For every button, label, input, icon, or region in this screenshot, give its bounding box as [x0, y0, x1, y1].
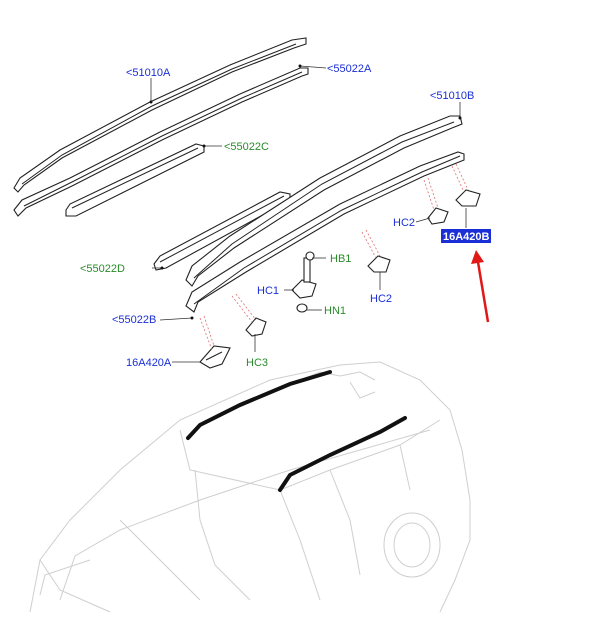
- highlight-box: [441, 229, 491, 243]
- leader-lines: [149, 64, 467, 363]
- label-55022b[interactable]: <55022B: [112, 314, 156, 326]
- label-55022d[interactable]: <55022D: [80, 263, 125, 275]
- label-hn1[interactable]: HN1: [324, 305, 346, 317]
- label-51010b[interactable]: <51010B: [430, 90, 474, 102]
- clip-hc2-center: [367, 255, 391, 273]
- roof-rail-51010b: [185, 115, 463, 287]
- label-hc2-center[interactable]: HC2: [370, 293, 392, 305]
- clip-hc1-bracket: [291, 251, 317, 313]
- clip-16a420b: [455, 189, 481, 207]
- label-51010a[interactable]: <51010A: [126, 67, 171, 79]
- clip-hc3: [245, 317, 267, 337]
- connection-lines: [199, 163, 469, 351]
- label-hc1[interactable]: HC1: [257, 285, 279, 297]
- finisher-55022a: [13, 67, 309, 217]
- label-hc2-right[interactable]: HC2: [393, 217, 415, 229]
- finisher-55022b: [185, 151, 465, 313]
- vehicle-outline: [29, 361, 471, 613]
- roof-rail-51010a: [13, 37, 307, 193]
- clip-16a420a: [199, 345, 231, 369]
- label-55022c[interactable]: <55022C: [224, 141, 269, 153]
- finisher-55022c: [65, 143, 205, 217]
- label-hb1[interactable]: HB1: [330, 253, 351, 265]
- pointer-arrow: [471, 250, 490, 323]
- label-16a420a[interactable]: 16A420A: [126, 357, 172, 369]
- label-hc3[interactable]: HC3: [246, 357, 268, 369]
- clip-hc2-right: [427, 207, 449, 225]
- label-16a420b[interactable]: 16A420B: [443, 231, 490, 243]
- label-55022a[interactable]: <55022A: [327, 63, 372, 75]
